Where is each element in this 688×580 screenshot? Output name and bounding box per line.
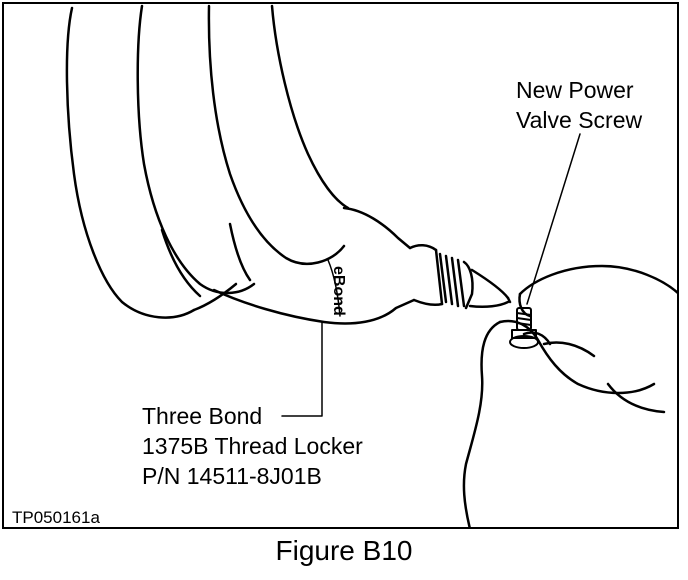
thread-locker-label-line3: P/N 14511-8J01B [142,463,322,489]
illustration: eBond [65,4,677,527]
power-valve-label-line2: Valve Screw [516,107,643,133]
thread-locker-bottle [212,206,512,325]
figure-code: TP050161a [12,508,100,527]
thread-locker-label-line2: 1375B Thread Locker [142,433,363,459]
illustration-frame: eBond New Power Valve Screw Three Bond 1… [2,2,679,529]
power-valve-screw [509,307,539,349]
leader-line-power-valve [526,133,581,305]
thread-locker-label-line1: Three Bond [142,403,263,429]
power-valve-label-line1: New Power [516,77,634,103]
left-hand-drawing [65,4,350,319]
figure-caption: Figure B10 [275,535,413,566]
bottle-brand-text: eBond [330,266,347,316]
leader-line-thread-locker [281,321,323,417]
